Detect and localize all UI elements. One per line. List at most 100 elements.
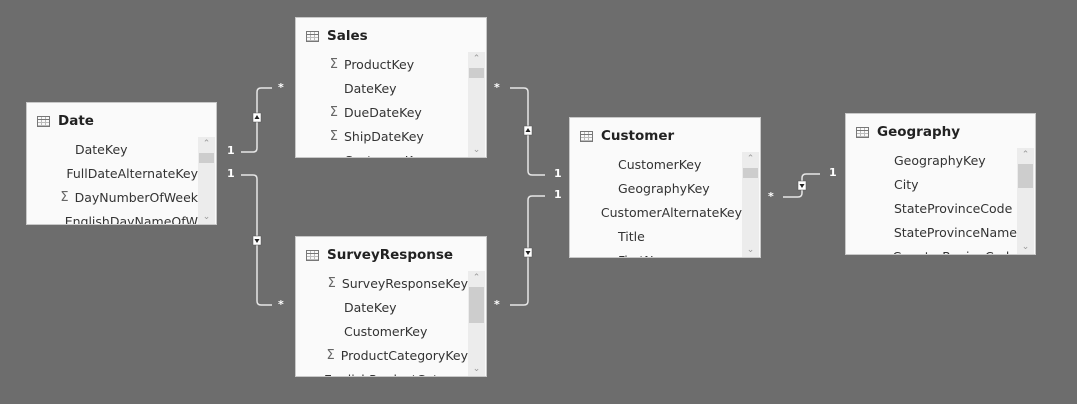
sigma-icon: Σ bbox=[60, 189, 69, 205]
field-name: EnglishDayNameOfW bbox=[64, 213, 198, 225]
field-item[interactable]: EnglishDayNameOfW bbox=[27, 209, 198, 225]
field-item[interactable]: StateProvinceName bbox=[846, 220, 1017, 244]
scroll-up-icon[interactable]: ⌃ bbox=[1021, 150, 1030, 160]
scroll-down-icon[interactable]: ⌄ bbox=[472, 145, 481, 155]
field-name: StateProvinceCode bbox=[894, 200, 1013, 216]
table-title: Geography bbox=[877, 124, 961, 140]
table-title: Date bbox=[58, 113, 94, 129]
scroll-up-icon[interactable]: ⌃ bbox=[472, 273, 481, 283]
field-name: CustomerKey bbox=[344, 323, 428, 339]
field-name: SurveyResponseKey bbox=[341, 275, 468, 291]
field-item[interactable]: CustomerKey bbox=[296, 148, 468, 158]
scroll-thumb[interactable] bbox=[743, 168, 758, 178]
scrollbar[interactable]: ⌃⌄ bbox=[468, 271, 485, 376]
field-item[interactable]: Σ SurveyResponseKey bbox=[296, 271, 468, 295]
table-header[interactable]: Geography bbox=[856, 122, 960, 142]
cardinality-many: * bbox=[494, 81, 500, 94]
scroll-down-icon[interactable]: ⌄ bbox=[202, 212, 211, 222]
field-name: FullDateAlternateKey bbox=[66, 165, 198, 181]
scrollbar[interactable]: ⌃⌄ bbox=[1017, 148, 1034, 254]
scroll-thumb[interactable] bbox=[469, 68, 484, 78]
cardinality-one: 1 bbox=[829, 166, 837, 179]
field-name: DateKey bbox=[75, 141, 128, 157]
field-name: CustomerKey bbox=[344, 153, 427, 158]
scroll-down-icon[interactable]: ⌄ bbox=[472, 364, 481, 374]
field-name: DateKey bbox=[344, 80, 397, 96]
scroll-down-icon[interactable]: ⌄ bbox=[1021, 242, 1030, 252]
field-name: GeographyKey bbox=[894, 152, 986, 168]
table-grid-icon bbox=[306, 249, 319, 261]
sigma-icon: Σ bbox=[327, 275, 336, 291]
field-item[interactable]: CustomerKey bbox=[296, 319, 468, 343]
field-name: City bbox=[894, 176, 919, 192]
table-header[interactable]: SurveyResponse bbox=[306, 245, 453, 265]
scroll-up-icon[interactable]: ⌃ bbox=[746, 154, 755, 164]
field-item[interactable]: GeographyKey bbox=[570, 176, 742, 200]
field-name: DayNumberOfWeek bbox=[74, 189, 198, 205]
cardinality-one: 1 bbox=[554, 188, 562, 201]
field-item[interactable]: DateKey bbox=[296, 295, 468, 319]
field-item[interactable]: CountryRegionCode bbox=[846, 244, 1017, 255]
sigma-icon: Σ bbox=[329, 56, 338, 72]
field-name: FirstName bbox=[618, 253, 681, 258]
field-name: CustomerAlternateKey bbox=[600, 204, 742, 220]
field-item[interactable]: Title bbox=[570, 224, 742, 248]
field-item[interactable]: DateKey bbox=[27, 137, 198, 161]
scroll-thumb[interactable] bbox=[199, 153, 214, 163]
cardinality-one: 1 bbox=[227, 167, 235, 180]
scroll-thumb[interactable] bbox=[469, 287, 484, 323]
field-item[interactable]: CustomerAlternateKey bbox=[570, 200, 742, 224]
field-item[interactable]: CustomerKey bbox=[570, 152, 742, 176]
field-name: CountryRegionCode bbox=[893, 249, 1017, 255]
scrollbar[interactable]: ⌃⌄ bbox=[742, 152, 759, 257]
scroll-up-icon[interactable]: ⌃ bbox=[472, 54, 481, 64]
table-header[interactable]: Sales bbox=[306, 26, 368, 46]
field-item[interactable]: Σ ShipDateKey bbox=[296, 124, 468, 148]
field-name: StateProvinceName bbox=[893, 224, 1017, 240]
scroll-up-icon[interactable]: ⌃ bbox=[202, 139, 211, 149]
table-title: SurveyResponse bbox=[327, 247, 454, 263]
table-grid-icon bbox=[37, 115, 50, 127]
cardinality-one: 1 bbox=[227, 144, 235, 157]
field-item[interactable]: City bbox=[846, 172, 1017, 196]
field-item[interactable]: FirstName bbox=[570, 248, 742, 258]
table-grid-icon bbox=[580, 130, 593, 142]
table-title: Sales bbox=[327, 28, 368, 44]
scroll-down-icon[interactable]: ⌄ bbox=[746, 245, 755, 255]
scrollbar[interactable]: ⌃⌄ bbox=[468, 52, 485, 157]
field-name: ProductKey bbox=[344, 56, 415, 72]
sigma-icon: Σ bbox=[326, 347, 335, 363]
field-item[interactable]: Σ ProductKey bbox=[296, 52, 468, 76]
table-header[interactable]: Customer bbox=[580, 126, 674, 146]
scroll-thumb[interactable] bbox=[1018, 164, 1033, 188]
field-item[interactable]: EnglishProductCategory bbox=[296, 367, 468, 377]
sigma-icon: Σ bbox=[329, 128, 338, 144]
field-name: DueDateKey bbox=[344, 104, 422, 120]
field-item[interactable]: Σ DayNumberOfWeek bbox=[27, 185, 198, 209]
cardinality-many: * bbox=[494, 298, 500, 311]
field-item[interactable]: StateProvinceCode bbox=[846, 196, 1017, 220]
field-name: CustomerKey bbox=[618, 156, 702, 172]
cardinality-many: * bbox=[278, 81, 284, 94]
table-grid-icon bbox=[856, 126, 869, 138]
field-item[interactable]: GeographyKey bbox=[846, 148, 1017, 172]
field-item[interactable]: DateKey bbox=[296, 76, 468, 100]
field-item[interactable]: FullDateAlternateKey bbox=[27, 161, 198, 185]
table-header[interactable]: Date bbox=[37, 111, 94, 131]
field-name: ShipDateKey bbox=[344, 128, 424, 144]
scrollbar[interactable]: ⌃⌄ bbox=[198, 137, 215, 224]
field-name: EnglishProductCategory bbox=[324, 372, 468, 377]
